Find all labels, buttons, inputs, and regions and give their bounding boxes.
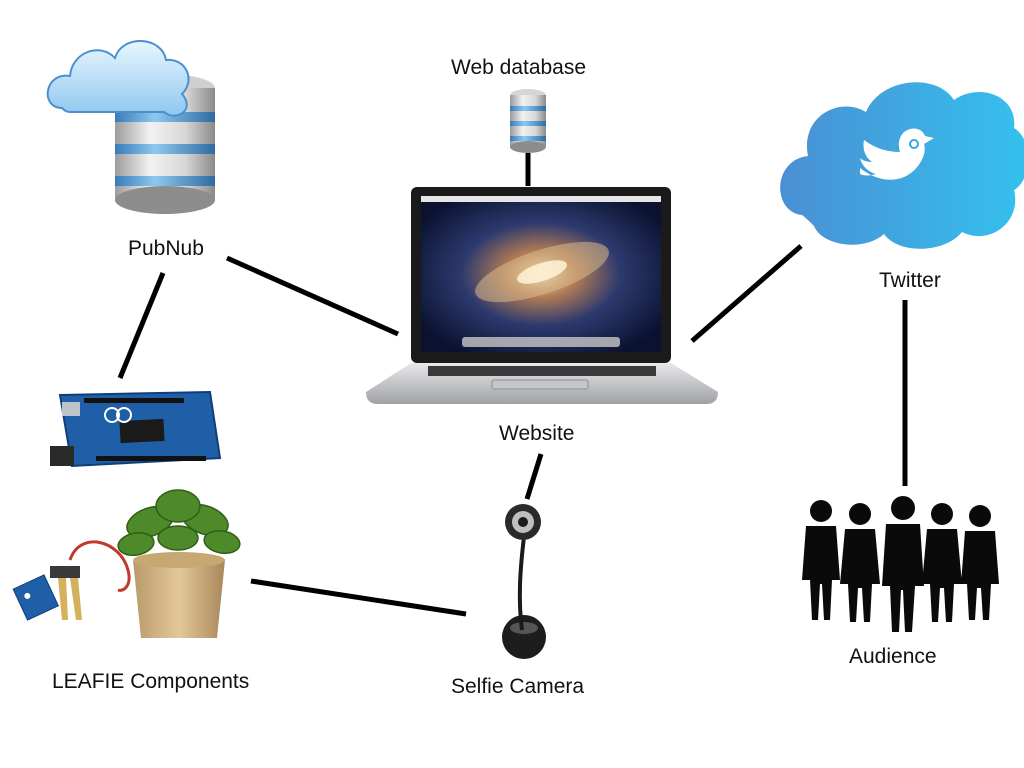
connectors (117, 153, 908, 617)
cloud-database-icon (46, 40, 215, 214)
database-icon (510, 89, 546, 153)
connector-pubnub-arduino (117, 272, 166, 379)
audience-label: Audience (849, 645, 937, 668)
laptop-icon (366, 187, 718, 404)
web-database-label: Web database (451, 56, 587, 79)
pubnub-label: PubNub (128, 237, 204, 260)
connector-leafie-camera (250, 578, 467, 617)
website-label: Website (499, 422, 575, 445)
potted-plant-with-moisture-sensor-icon (12, 489, 241, 638)
people-silhouettes-icon (802, 496, 999, 632)
twitter-label: Twitter (879, 269, 941, 292)
selfie-camera-label: Selfie Camera (451, 675, 585, 698)
twitter-cloud-icon (780, 82, 1024, 249)
arduino-board-icon (50, 390, 222, 468)
connector-website-camera (524, 453, 544, 500)
webcam-icon (502, 504, 546, 659)
connector-website-twitter (690, 244, 803, 343)
connector-pubnub-website (225, 255, 400, 337)
leafie-components-label: LEAFIE Components (52, 670, 250, 693)
